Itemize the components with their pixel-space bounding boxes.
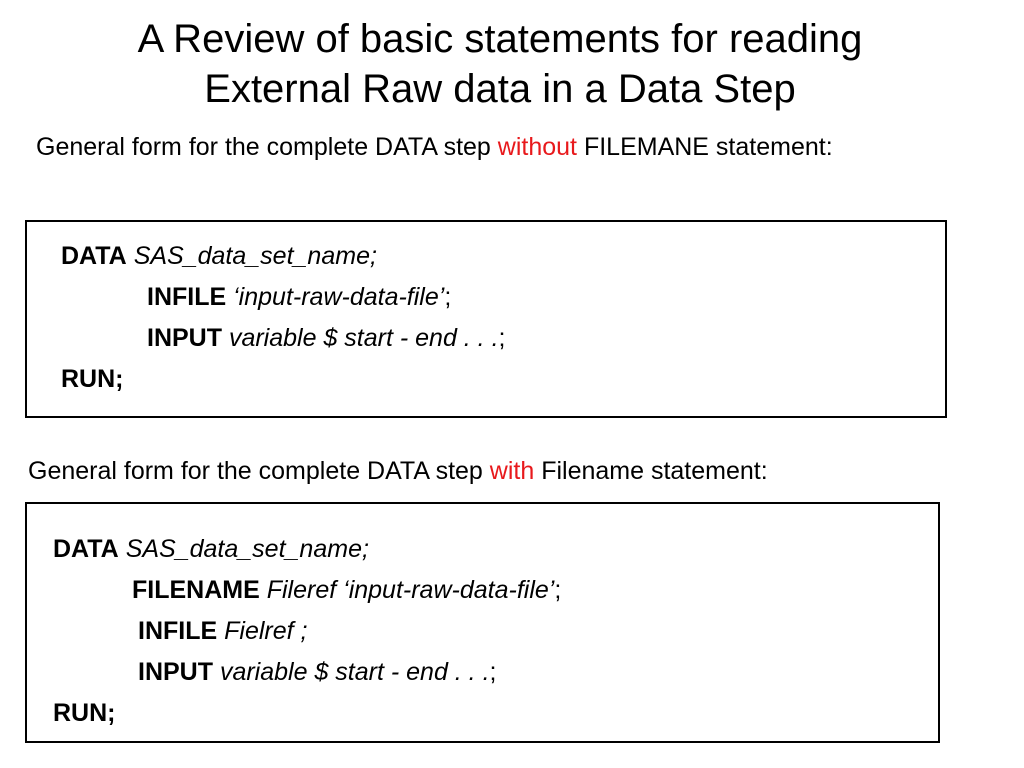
- section-2-intro: General form for the complete DATA step …: [28, 451, 1008, 491]
- code-line-data: DATA SAS_data_set_name;: [27, 529, 938, 570]
- code-line-input: INPUT variable $ start - end . . .;: [27, 318, 945, 359]
- code-terminator: ;: [489, 658, 497, 686]
- code-line-filename: FILENAME Fileref ‘input-raw-data-file’;: [27, 570, 938, 611]
- code-keyword: INPUT: [138, 658, 213, 686]
- code-keyword: DATA: [61, 242, 127, 270]
- section-1-intro-tail: FILEMANE statement:: [577, 133, 833, 161]
- code-terminator: ;: [498, 324, 506, 352]
- code-keyword: RUN;: [53, 699, 116, 727]
- code-line-run: RUN;: [27, 359, 945, 400]
- code-line-run: RUN;: [27, 693, 938, 734]
- section-2-accent-word: with: [489, 457, 535, 485]
- code-argument: variable $ start - end . . .: [219, 658, 490, 686]
- code-keyword: FILENAME: [132, 576, 260, 604]
- code-line-data: DATA SAS_data_set_name;: [27, 236, 945, 277]
- code-keyword: INPUT: [147, 324, 222, 352]
- code-argument: variable $ start - end . . .: [228, 324, 499, 352]
- code-argument: SAS_data_set_name;: [125, 535, 369, 563]
- code-argument: SAS_data_set_name;: [133, 242, 377, 270]
- code-keyword: RUN;: [61, 365, 124, 393]
- code-box-with-filename: DATA SAS_data_set_name; FILENAME Fileref…: [25, 502, 940, 743]
- slide-title-line-2: External Raw data in a Data Step: [204, 67, 796, 111]
- section-1-accent-word: without: [497, 133, 577, 161]
- code-argument: Fielref ;: [224, 617, 308, 645]
- section-2-intro-tail: Filename statement:: [534, 457, 768, 485]
- slide-title: A Review of basic statements for reading…: [0, 14, 1000, 114]
- code-box-without-filename: DATA SAS_data_set_name; INFILE ‘input-ra…: [25, 220, 947, 418]
- code-line-infile: INFILE ‘input-raw-data-file’;: [27, 277, 945, 318]
- code-line-infile: INFILE Fielref ;: [27, 611, 938, 652]
- code-keyword: DATA: [53, 535, 119, 563]
- code-terminator: ;: [444, 283, 452, 311]
- section-1-intro: General form for the complete DATA step …: [36, 127, 936, 167]
- code-keyword: INFILE: [147, 283, 227, 311]
- code-terminator: ;: [554, 576, 562, 604]
- section-2-intro-text: General form for the complete DATA step: [28, 457, 490, 485]
- code-argument: ‘input-raw-data-file’: [233, 283, 445, 311]
- code-argument: Fileref ‘input-raw-data-file’: [266, 576, 555, 604]
- code-line-input: INPUT variable $ start - end . . .;: [27, 652, 938, 693]
- slide-title-line-1: A Review of basic statements for reading: [137, 17, 863, 61]
- code-keyword: INFILE: [138, 617, 218, 645]
- section-1-intro-text: General form for the complete DATA step: [36, 133, 498, 161]
